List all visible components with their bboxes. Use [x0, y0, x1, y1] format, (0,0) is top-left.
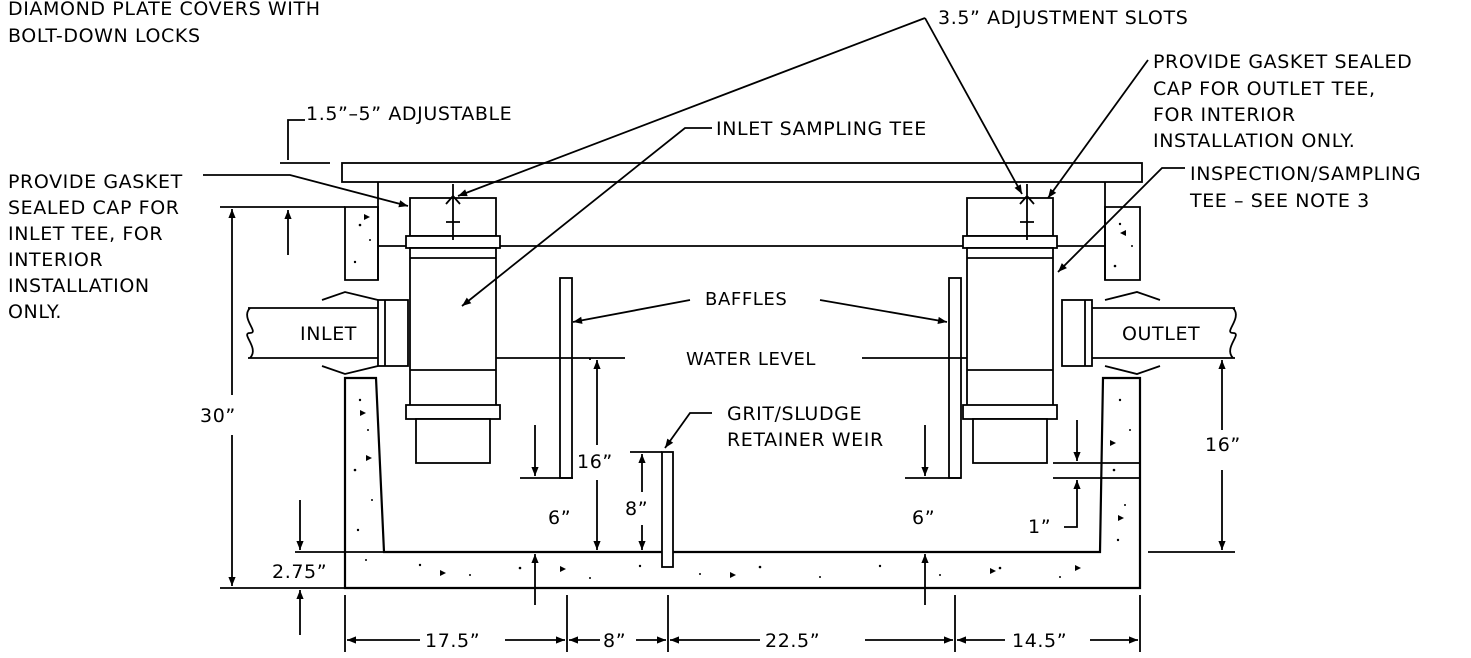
dim-seg-3: 22.5” — [765, 630, 820, 652]
note-outlet-cap-4: INSTALLATION ONLY. — [1153, 130, 1355, 152]
leader-lines — [203, 17, 1185, 449]
note-inlet-cap-5: INSTALLATION — [8, 275, 150, 297]
annotation-labels: DIAMOND PLATE COVERS WITH BOLT-DOWN LOCK… — [8, 0, 1421, 652]
dim-weir-height: 8” — [625, 498, 648, 520]
inlet-baffle — [559, 277, 573, 479]
note-inlet-sampling-tee: INLET SAMPLING TEE — [716, 118, 927, 140]
note-outlet-cap-1: PROVIDE GASKET SEALED — [1153, 51, 1412, 73]
note-adjustment-slots: 3.5” ADJUSTMENT SLOTS — [938, 7, 1188, 29]
inlet-tee — [405, 184, 501, 464]
dim-outlet-baffle-gap: 6” — [912, 507, 935, 529]
note-outlet-cap-3: FOR INTERIOR — [1153, 104, 1296, 126]
note-inlet-cap-1: PROVIDE GASKET — [8, 171, 183, 193]
note-diamond-plate-2: BOLT-DOWN LOCKS — [8, 25, 201, 47]
outlet-pipe — [1061, 291, 1237, 375]
note-adjustable: 1.5”–5” ADJUSTABLE — [306, 103, 512, 125]
pipe-label-outlet: OUTLET — [1122, 323, 1200, 345]
note-inspection-tee-2: TEE – SEE NOTE 3 — [1189, 190, 1370, 212]
note-inspection-tee-1: INSPECTION/SAMPLING — [1190, 163, 1421, 185]
dim-seg-4: 14.5” — [1012, 630, 1067, 652]
dim-baffle-depth: 16” — [577, 451, 613, 473]
dim-outlet-tee-gap: 1” — [1028, 516, 1051, 538]
note-inlet-cap-2: SEALED CAP FOR — [8, 197, 180, 219]
note-water-level: WATER LEVEL — [686, 349, 816, 370]
dim-seg-1: 17.5” — [425, 630, 480, 652]
note-inlet-cap-3: INLET TEE, FOR — [8, 223, 163, 245]
concrete-hatch — [353, 214, 1133, 579]
note-weir-1: GRIT/SLUDGE — [727, 403, 862, 425]
dim-inlet-baffle-gap: 6” — [548, 507, 571, 529]
pipe-label-inlet: INLET — [300, 323, 357, 345]
outlet-tee — [962, 184, 1058, 464]
note-inlet-cap-4: INTERIOR — [8, 249, 103, 271]
note-diamond-plate-1: DIAMOND PLATE COVERS WITH — [8, 0, 321, 20]
outlet-baffle — [948, 277, 962, 479]
dim-overall-height: 30” — [200, 405, 236, 427]
note-outlet-cap-2: CAP FOR OUTLET TEE, — [1153, 78, 1376, 100]
dimension-lines — [220, 206, 1235, 652]
dim-seg-2: 8” — [603, 630, 626, 652]
dim-floor-thickness: 2.75” — [272, 561, 327, 583]
inlet-pipe — [246, 291, 409, 375]
grit-retainer-weir — [661, 451, 674, 568]
note-baffles: BAFFLES — [705, 289, 787, 310]
dim-outlet-depth: 16” — [1205, 434, 1241, 456]
note-inlet-cap-6: ONLY. — [8, 301, 62, 323]
note-weir-2: RETAINER WEIR — [727, 429, 884, 451]
